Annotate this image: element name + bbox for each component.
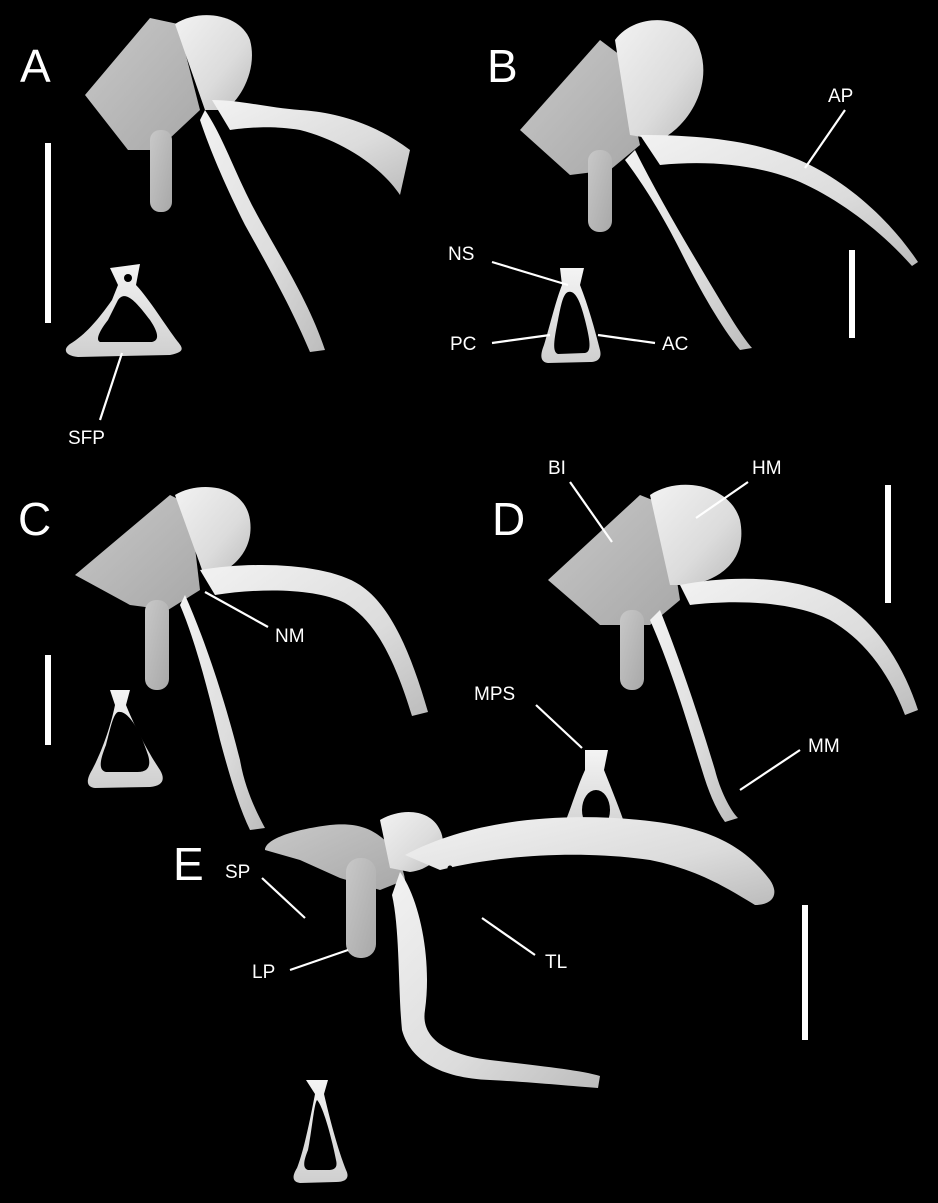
panel-letter-b: B xyxy=(487,40,518,92)
label-bi: BI xyxy=(548,458,566,479)
panel-letter-d: D xyxy=(492,493,525,545)
scale-bar-c xyxy=(45,655,51,745)
scale-bar-e xyxy=(802,905,808,1040)
label-sfp: SFP xyxy=(68,428,105,449)
label-nm: NM xyxy=(275,626,305,647)
label-ns: NS xyxy=(448,244,474,265)
label-mps: MPS xyxy=(474,684,515,705)
label-pc: PC xyxy=(450,334,476,355)
panel-letter-e: E xyxy=(173,838,204,890)
panel-letter-a: A xyxy=(20,40,51,92)
label-mm: MM xyxy=(808,736,840,757)
label-hm: HM xyxy=(752,458,782,479)
scale-bar-b xyxy=(849,250,855,338)
label-lp: LP xyxy=(252,962,275,983)
label-ap: AP xyxy=(828,86,853,107)
label-ac: AC xyxy=(662,334,688,355)
panel-letter-c: C xyxy=(18,493,51,545)
scale-bar-a xyxy=(45,143,51,323)
label-sp: SP xyxy=(225,862,250,883)
scale-bar-d xyxy=(885,485,891,603)
label-tl: TL xyxy=(545,952,567,973)
